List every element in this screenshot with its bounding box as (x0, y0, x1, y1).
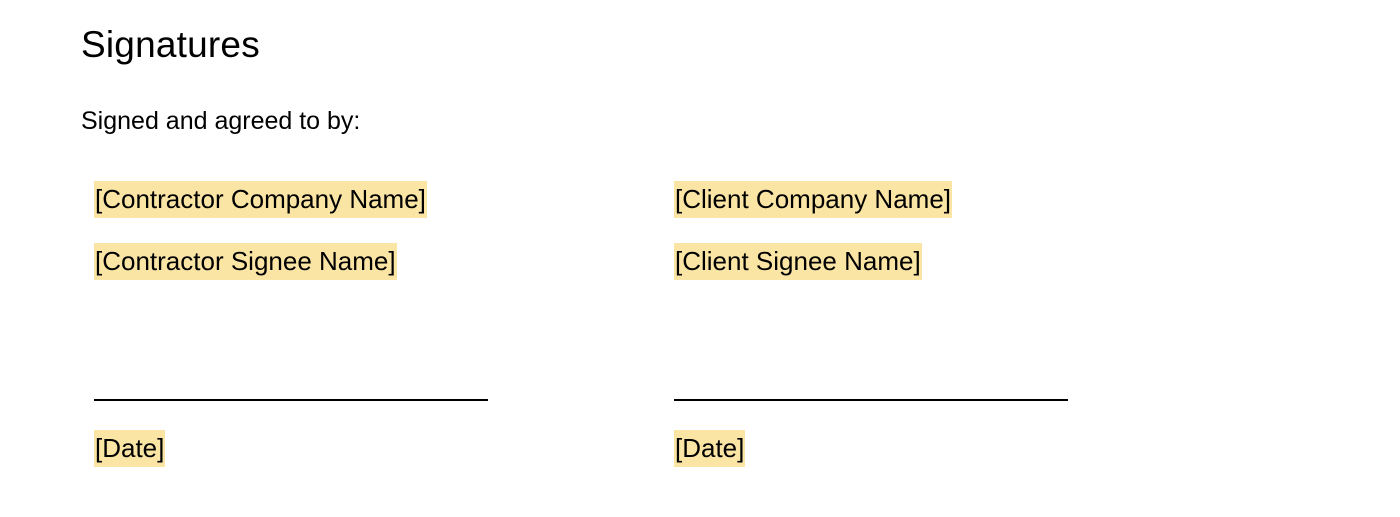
client-company-name-placeholder[interactable]: [Client Company Name] (674, 181, 952, 218)
contractor-signee-name-placeholder[interactable]: [Contractor Signee Name] (94, 243, 397, 280)
contractor-date-placeholder[interactable]: [Date] (94, 430, 166, 467)
section-title: Signatures (81, 24, 260, 65)
client-signee-name-placeholder[interactable]: [Client Signee Name] (674, 243, 922, 280)
contractor-signature-line (94, 399, 488, 401)
signature-intro-text: Signed and agreed to by: (81, 107, 361, 135)
contractor-company-name-placeholder[interactable]: [Contractor Company Name] (94, 181, 427, 218)
client-date-placeholder[interactable]: [Date] (674, 430, 746, 467)
client-signature-line (674, 399, 1068, 401)
